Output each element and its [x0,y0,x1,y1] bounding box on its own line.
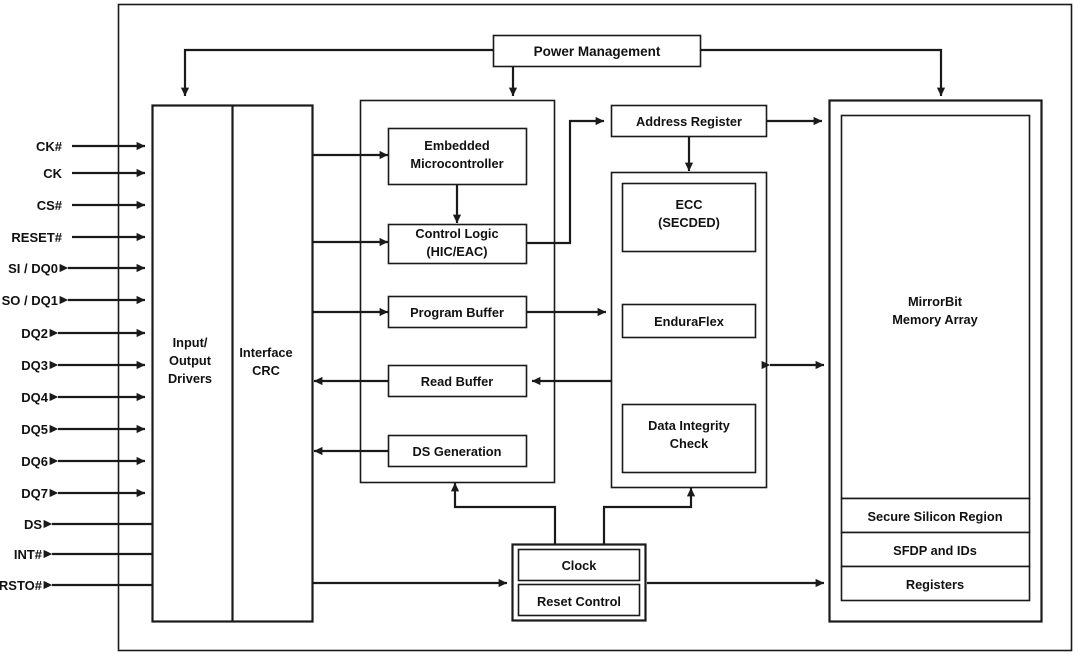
block-control-logic[interactable] [387,223,528,265]
pin-label-group: CK# CK CS# RESET# SI / DQ0 SO / DQ1 DQ2 … [0,139,63,593]
label-control-logic-line1: Control Logic [415,226,498,241]
block-ds-generation[interactable] [387,434,528,468]
label-memory-array-line2: Memory Array [892,312,978,327]
label-read-buffer: Read Buffer [421,374,494,389]
block-registers[interactable] [840,565,1031,602]
outer-frame [117,3,1073,652]
label-embedded-mcu-line1: Embedded [424,138,489,153]
crc-to-center-wires [312,150,390,456]
label-data-integrity-line1: Data Integrity [648,418,731,433]
pin-label-dq7: DQ7 [21,486,48,501]
label-ecc-line1: ECC [675,197,702,212]
pin-label-si-dq0: SI / DQ0 [8,261,58,276]
label-secure-silicon-region: Secure Silicon Region [867,509,1002,524]
label-ds-generation: DS Generation [413,444,502,459]
block-data-integrity-check[interactable] [621,403,757,474]
label-data-integrity-line2: Check [670,436,709,451]
block-clock[interactable] [517,548,641,582]
label-registers: Registers [906,577,964,592]
block-sfdp-and-ids[interactable] [840,531,1031,568]
pin-label-ck: CK [43,166,62,181]
label-io-drivers-line2: Output [169,353,212,368]
label-embedded-mcu-line2: Microcontroller [410,156,503,171]
wire-clock-to-control-block [450,482,557,545]
pin-label-dq2: DQ2 [21,326,48,341]
pin-label-dq5: DQ5 [21,422,48,437]
pin-label-cs-bar: CS# [37,198,63,213]
label-power-management: Power Management [534,44,661,59]
block-enduraflex[interactable] [621,303,757,339]
pin-label-dq3: DQ3 [21,358,48,373]
pin-wire-group [43,141,152,590]
wire-clock-to-ecc-group [602,487,696,545]
block-mirrorbit-memory-array[interactable] [840,114,1031,500]
block-program-buffer[interactable] [387,295,528,329]
wire-control-logic-to-address-register [526,116,605,245]
label-ecc-line2: (SECDED) [658,215,720,230]
power-management-wires [180,48,946,97]
label-sfdp-and-ids: SFDP and IDs [893,543,977,558]
label-enduraflex: EnduraFlex [654,314,725,329]
pin-label-int: INT# [14,547,43,562]
pin-label-so-dq1: SO / DQ1 [2,293,58,308]
label-memory-array-line1: MirrorBit [908,294,963,309]
block-embedded-microcontroller[interactable] [387,127,528,186]
label-io-drivers-line3: Drivers [168,371,212,386]
block-power-management[interactable] [492,34,702,68]
label-io-drivers-line1: Input/ [173,335,208,350]
pin-label-rsto: RSTO# [0,578,43,593]
label-control-logic-line2: (HIC/EAC) [426,244,487,259]
pin-label-dq4: DQ4 [21,390,49,405]
label-program-buffer: Program Buffer [410,305,504,320]
pin-label-reset: RESET# [11,230,62,245]
label-address-register: Address Register [636,114,742,129]
pin-label-ds: DS [24,517,42,532]
label-interface-crc-line1: Interface [239,345,292,360]
block-secure-silicon-region[interactable] [840,497,1031,534]
label-reset-control: Reset Control [537,594,621,609]
label-interface-crc-line2: CRC [252,363,280,378]
block-read-buffer[interactable] [387,364,528,398]
block-ecc[interactable] [621,182,757,253]
pin-label-dq6: DQ6 [21,454,48,469]
label-clock: Clock [562,558,598,573]
block-address-register[interactable] [610,104,768,138]
pin-label-ck-bar: CK# [36,139,63,154]
block-reset-control[interactable] [517,583,641,617]
